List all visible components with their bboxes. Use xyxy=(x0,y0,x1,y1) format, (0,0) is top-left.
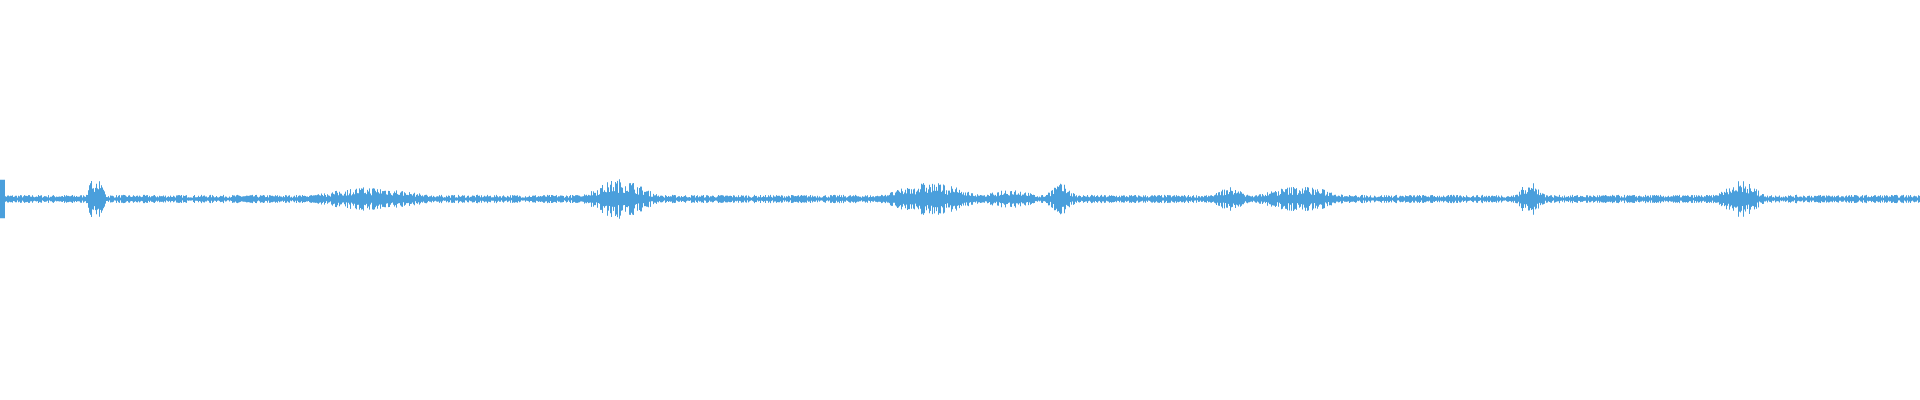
waveform-bars xyxy=(0,179,1920,219)
